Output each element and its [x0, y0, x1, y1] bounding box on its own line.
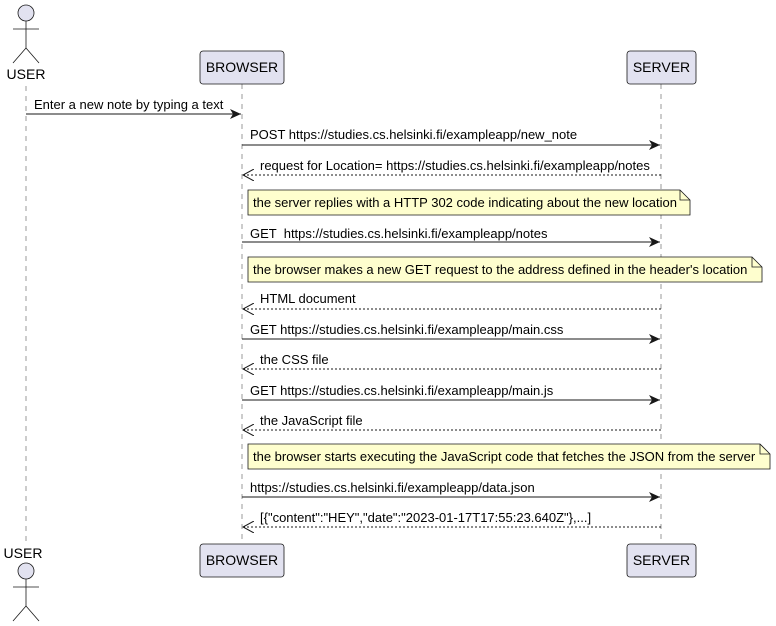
message-label: GET https://studies.cs.helsinki.fi/examp…: [250, 322, 564, 337]
message-label: [{"content":"HEY","date":"2023-01-17T17:…: [260, 510, 591, 525]
message-9: the JavaScript file: [243, 413, 661, 430]
message-label: HTML document: [260, 291, 356, 306]
message-11: [{"content":"HEY","date":"2023-01-17T17:…: [243, 510, 661, 527]
participant-label: BROWSER: [206, 59, 278, 75]
actor-user-top: USER: [7, 4, 46, 82]
message-8: GET https://studies.cs.helsinki.fi/examp…: [242, 383, 660, 405]
message-label: the JavaScript file: [260, 413, 363, 428]
actor-user-icon: [17, 4, 35, 22]
message-6: GET https://studies.cs.helsinki.fi/examp…: [242, 322, 660, 344]
actor-user-bottom: USER: [4, 545, 43, 622]
message-3: request for Location= https://studies.cs…: [243, 158, 661, 175]
message-10: https://studies.cs.helsinki.fi/exampleap…: [242, 480, 660, 502]
message-label: Enter a new note by typing a text: [34, 97, 224, 112]
participant-browser-top: BROWSER: [199, 50, 285, 85]
message-4: GET https://studies.cs.helsinki.fi/examp…: [242, 226, 660, 247]
message-label: request for Location= https://studies.cs…: [260, 158, 650, 173]
actor-user-icon: [17, 562, 35, 580]
participant-label: USER: [4, 545, 43, 561]
note-text: the browser makes a new GET request to t…: [253, 262, 747, 277]
participant-label: BROWSER: [206, 552, 278, 568]
message-5: HTML document: [243, 291, 661, 309]
message-2: POST https://studies.cs.helsinki.fi/exam…: [242, 127, 660, 150]
note-text: the server replies with a HTTP 302 code …: [253, 195, 677, 210]
note-1: the server replies with a HTTP 302 code …: [247, 189, 691, 216]
message-7: the CSS file: [243, 352, 661, 369]
message-label: POST https://studies.cs.helsinki.fi/exam…: [250, 127, 577, 142]
participant-label: SERVER: [633, 552, 690, 568]
participant-label: SERVER: [633, 59, 690, 75]
message-label: GET https://studies.cs.helsinki.fi/examp…: [250, 383, 554, 398]
message-1: Enter a new note by typing a text: [26, 97, 241, 119]
participant-server-bottom: SERVER: [626, 543, 697, 578]
participant-label: USER: [7, 66, 46, 82]
message-label: GET https://studies.cs.helsinki.fi/examp…: [250, 226, 548, 241]
note-text: the browser starts executing the JavaScr…: [253, 449, 756, 464]
message-label: https://studies.cs.helsinki.fi/exampleap…: [250, 480, 535, 495]
note-3: the browser starts executing the JavaScr…: [247, 443, 771, 470]
participant-server-top: SERVER: [626, 50, 697, 85]
note-2: the browser makes a new GET request to t…: [247, 256, 763, 283]
message-label: the CSS file: [260, 352, 329, 367]
participant-browser-bottom: BROWSER: [199, 543, 285, 578]
